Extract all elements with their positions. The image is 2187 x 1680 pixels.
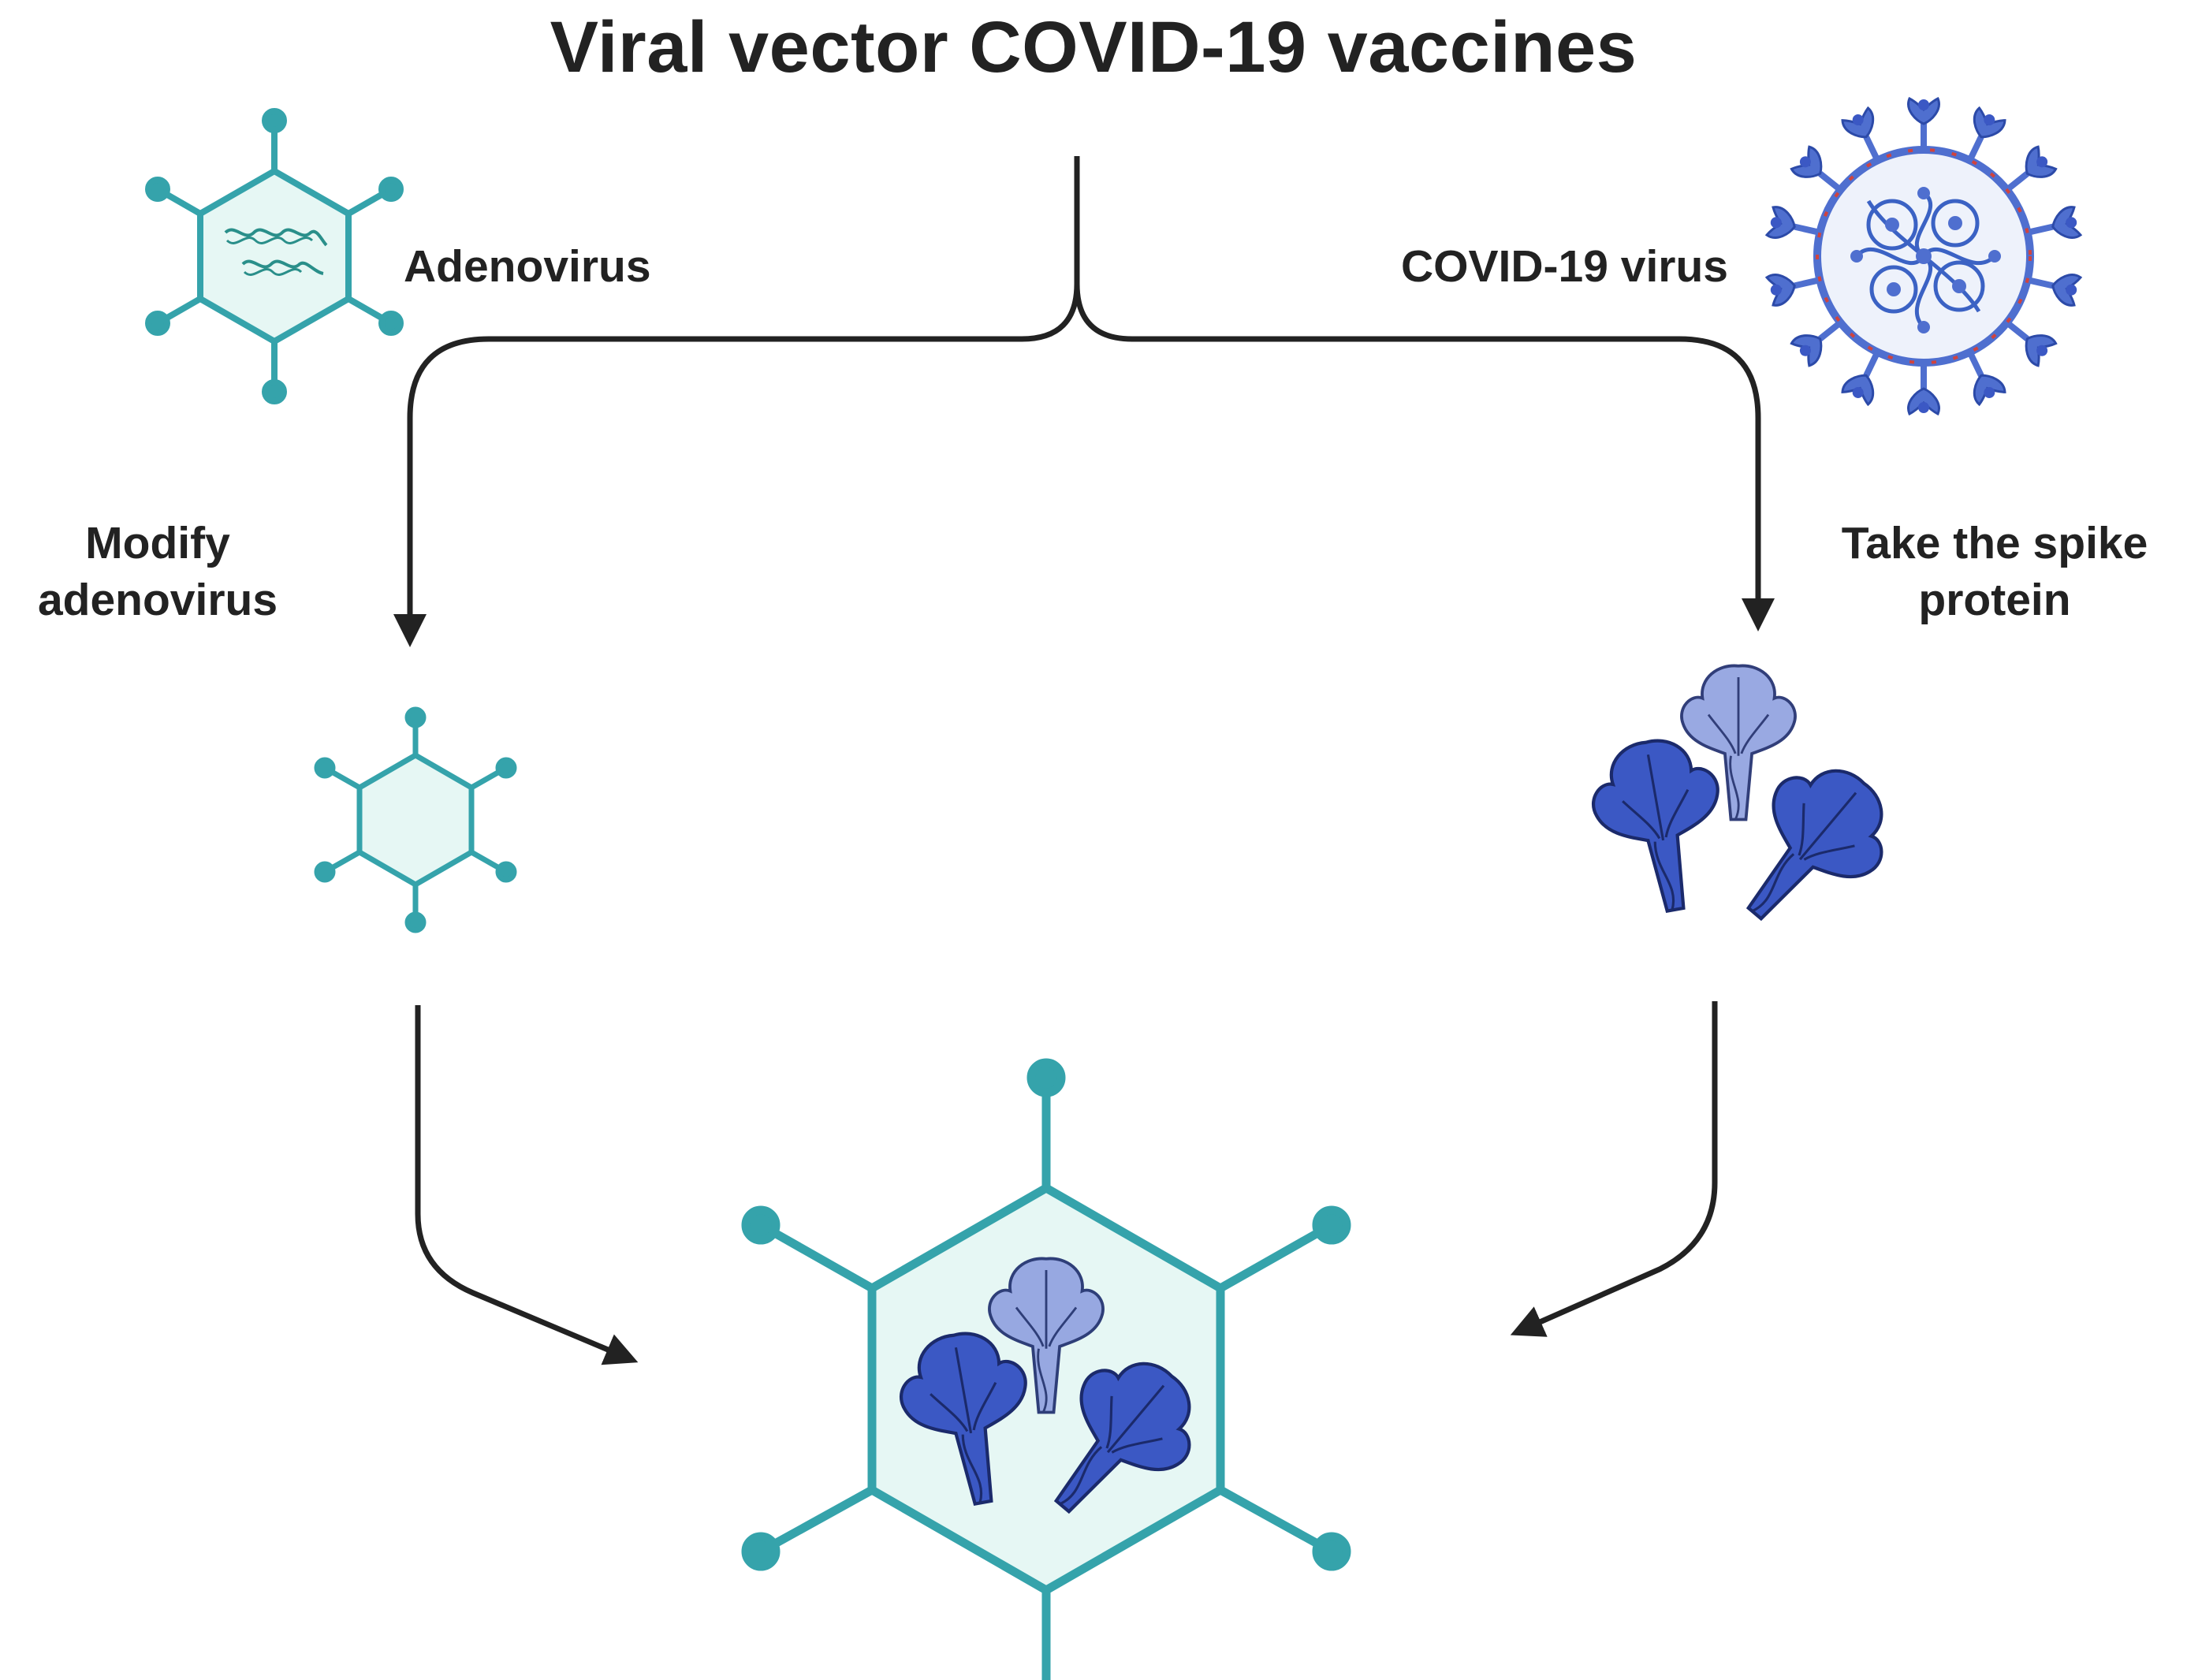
diagram-title: Viral vector COVID-19 vaccines — [550, 7, 1637, 88]
covid-spike-icon — [1907, 96, 1940, 150]
label-covid-virus: COVID-19 virus — [1401, 241, 1728, 292]
modified-adenovirus-icon — [314, 706, 517, 933]
label-adenovirus: Adenovirus — [404, 241, 651, 292]
merge-arrows — [415, 1001, 1718, 1365]
covid-spike-icon — [2026, 206, 2083, 239]
covid-spike-icon — [1907, 363, 1940, 416]
spike-protein-icon — [1584, 732, 1737, 921]
label-modify-line2: adenovirus — [37, 575, 278, 625]
covid-spike-icon — [1790, 145, 1842, 192]
adenovirus-icon — [145, 108, 404, 404]
covid-spike-icon — [1966, 350, 2006, 407]
label-take-spike-protein: Take the spike protein — [1813, 515, 2176, 628]
covid-spike-icon — [1841, 106, 1881, 162]
label-modify-adenovirus: Modify adenovirus — [19, 515, 296, 628]
covid-spike-icon — [1966, 106, 2006, 162]
split-bracket — [393, 156, 1775, 647]
covid-virus-icon — [1764, 96, 2083, 416]
spike-proteins-group — [1584, 664, 1912, 953]
covid-spike-icon — [1790, 320, 1842, 367]
label-modify-line1: Modify — [85, 518, 230, 568]
covid-spike-icon — [1764, 274, 1821, 307]
covid-spike-icon — [2026, 274, 2083, 307]
covid-spike-icon — [1841, 350, 1881, 407]
label-spike-line2: protein — [1918, 575, 2071, 625]
viral-vector-vaccine-icon — [741, 1058, 1351, 1680]
covid-spike-icon — [2005, 320, 2058, 367]
covid-spike-icon — [2005, 145, 2058, 192]
covid-spike-icon — [1764, 206, 1821, 239]
label-spike-line1: Take the spike — [1841, 518, 2148, 568]
